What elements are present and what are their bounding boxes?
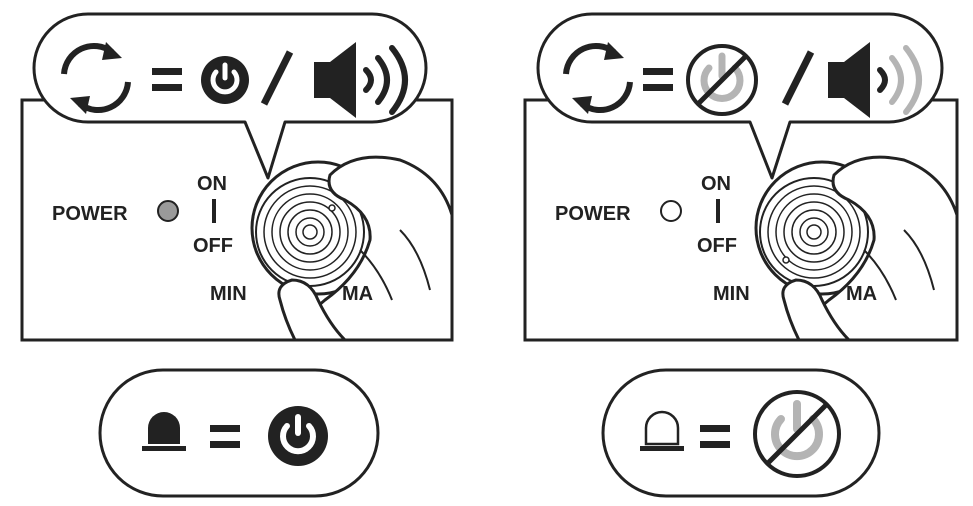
power-label: POWER xyxy=(52,203,128,225)
equals-sign xyxy=(152,68,182,91)
equals-sign xyxy=(700,425,730,448)
speaker-volume-icon xyxy=(314,42,408,118)
indicator-pill xyxy=(601,368,881,498)
switch-line xyxy=(716,199,720,223)
slash xyxy=(260,50,294,106)
panel-led-on: POWER ON OFF MIN MA xyxy=(20,12,454,498)
rotate-arrows-icon xyxy=(61,42,131,114)
power-disabled-icon xyxy=(686,44,758,116)
speech-bubble xyxy=(32,12,428,180)
power-icon xyxy=(201,56,249,104)
indicator-pill xyxy=(98,368,380,498)
power-label: POWER xyxy=(555,203,631,225)
off-label: OFF xyxy=(193,235,233,257)
max-label: MA xyxy=(342,283,373,305)
hand-illustration xyxy=(277,155,452,340)
hand-illustration xyxy=(781,155,957,340)
equals-sign xyxy=(210,425,240,448)
beacon-light-on-icon xyxy=(142,412,186,451)
power-disabled-icon xyxy=(753,390,841,478)
power-led-indicator xyxy=(157,200,179,222)
power-led-indicator xyxy=(660,200,682,222)
equals-sign xyxy=(643,68,673,91)
slash xyxy=(781,50,815,106)
max-label: MA xyxy=(846,283,877,305)
speech-bubble xyxy=(536,12,944,180)
power-icon xyxy=(268,406,328,466)
min-label: MIN xyxy=(713,283,750,305)
panel-led-off: POWER ON OFF MIN MA xyxy=(523,12,959,498)
switch-line xyxy=(212,199,216,223)
min-label: MIN xyxy=(210,283,247,305)
on-label: ON xyxy=(701,173,731,195)
speaker-volume-icon xyxy=(828,42,922,118)
off-label: OFF xyxy=(697,235,737,257)
beacon-light-off-icon xyxy=(640,410,684,451)
rotate-arrows-icon xyxy=(563,42,633,114)
on-label: ON xyxy=(197,173,227,195)
